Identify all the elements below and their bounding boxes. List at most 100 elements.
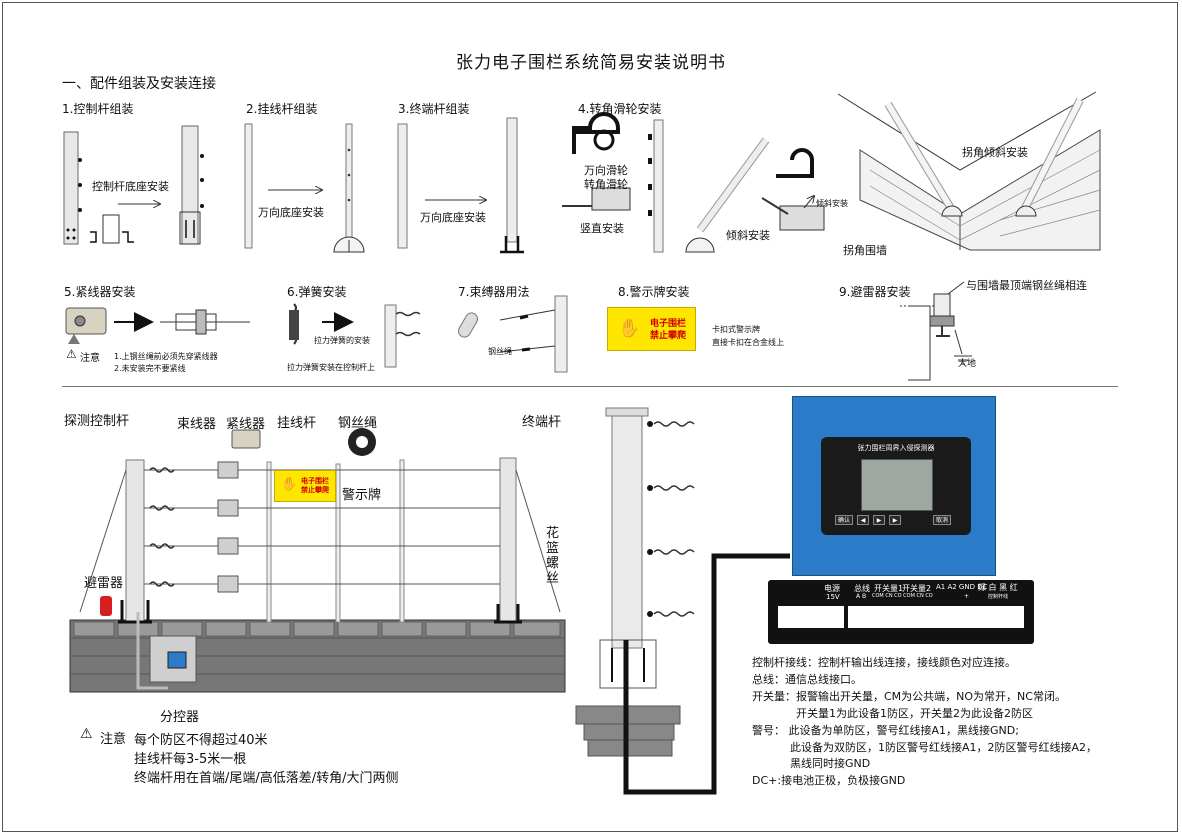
bottom-note-3: 终端杆用在首端/尾端/高低落差/转角/大门两侧: [134, 771, 399, 786]
binder-label: 束线器: [177, 417, 217, 432]
wiring-line-3: 开关量：报警输出开关量，CM为公共端，NO为常开，NC常闭。: [752, 690, 1066, 703]
step-2-heading: 2.挂线杆组装: [246, 102, 318, 116]
hang-pole-label: 挂线杆: [277, 416, 317, 431]
sign-clip-label: 卡扣式警示牌: [712, 325, 760, 334]
terminal-colors-sub: 控制杆线: [988, 594, 1009, 600]
warning-triangle-icon: ⚠: [80, 726, 93, 742]
terminal-switch1: 开关量1: [874, 584, 904, 593]
right-button-1[interactable]: ▶: [873, 515, 885, 525]
sign-clip-label-2: 直接卡扣在合金线上: [712, 338, 784, 347]
lightning-arrester-illustration: [900, 281, 972, 381]
controller-face: 张力围栏周界入侵探测器 确认 ◀ ▶ ▶ 取消: [821, 437, 971, 535]
universal-base-label-2: 万向底座安装: [420, 211, 486, 224]
lightning-label: 避雷器: [84, 576, 124, 591]
tensioner-illustration: [65, 307, 250, 344]
hang-pole-illustration: [244, 123, 365, 253]
control-base-label: 控制杆底座安装: [92, 180, 169, 193]
corner-wall-illustration: [837, 91, 1101, 251]
step-7-heading: 7.束缚器用法: [458, 285, 530, 299]
step-8-heading: 8.警示牌安装: [618, 285, 690, 299]
page-title: 张力电子围栏系统简易安装说明书: [456, 53, 726, 73]
right-button-2[interactable]: ▶: [889, 515, 901, 525]
wiring-line-5: 警号： 此设备为单防区，警号红线接A1，黑线接GND;: [752, 724, 1019, 737]
sign-text-small-1: 电子围栏: [301, 477, 329, 485]
spring-illustration: [289, 303, 421, 368]
intrusion-detector-panel: 张力围栏周界入侵探测器 确认 ◀ ▶ ▶ 取消: [792, 396, 996, 576]
wiring-line-8: DC+:接电池正极，负极接GND: [752, 774, 906, 787]
tensioner-notice-label: 注意: [80, 353, 100, 364]
confirm-button[interactable]: 确认: [835, 515, 853, 525]
tensioner-note-2: 2.未安装完不要紧线: [114, 364, 186, 373]
controller-title: 张力围栏周界入侵探测器: [857, 444, 935, 452]
terminal-slot-left: [778, 606, 844, 628]
corner-pulley-label: 转角滑轮: [584, 178, 628, 191]
tilt-install-label: 倾斜安装: [726, 229, 770, 242]
wiring-line-4: 开关量1为此设备1防区，开关量2为此设备2防区: [796, 707, 1033, 720]
wiring-line-7: 黑线同时接GND: [790, 757, 871, 770]
terminal-alarm: A1 A2 GND DC: [936, 583, 988, 591]
steel-wire-label: 钢丝绳: [338, 416, 378, 431]
step-1-heading: 1.控制杆组装: [62, 102, 134, 116]
terminal-power-v: 15V: [826, 593, 840, 601]
warning-triangle-icon-small: ⚠: [66, 347, 77, 361]
bottom-notice-label: 注意: [100, 732, 127, 747]
sign-text-1: 电子围栏: [650, 319, 687, 329]
terminal-alarm-pm: +: [964, 593, 970, 600]
tilt-install-small-label: 倾斜安装: [816, 199, 848, 208]
spring-pull-label: 拉力弹簧的安装: [314, 336, 370, 345]
step-6-heading: 6.弹簧安装: [287, 285, 347, 299]
warning-sign-large: ✋ 电子围栏 禁止攀爬: [607, 307, 696, 351]
sign-text-small-2: 禁止攀爬: [301, 486, 329, 494]
sign-text-2: 禁止攀爬: [650, 331, 687, 341]
lightning-hand-icon: ✋: [618, 318, 641, 339]
cancel-button[interactable]: 取消: [933, 515, 951, 525]
lightning-hand-icon-small: ✋: [281, 477, 298, 492]
left-button[interactable]: ◀: [857, 515, 869, 525]
control-pole-illustration: [63, 125, 204, 245]
terminal-power: 电源: [824, 584, 840, 593]
wiring-line-2: 总线：通信总线接口。: [752, 673, 862, 686]
step-9-heading: 9.避雷器安装: [839, 285, 911, 299]
wiring-line-6: 此设备为双防区，1防区警号红线接A1，2防区警号红线接A2，: [790, 741, 1098, 754]
big-control-pole: [575, 407, 790, 795]
detect-pole-label: 探测控制杆: [64, 414, 130, 429]
step-4-heading: 4.转角滑轮安装: [578, 102, 662, 116]
bottom-note-1: 每个防区不得超过40米: [134, 733, 268, 748]
turnbuckle-label: 花篮螺丝: [546, 526, 560, 586]
terminal-bus-ab: A B: [856, 593, 867, 600]
universal-pulley-label: 万向滑轮: [584, 164, 628, 177]
end-pole-illustration: [397, 117, 524, 254]
terminal-strip: 电源 15V 总线 A B 开关量1 开关量2 COM CN CO COM CN…: [768, 580, 1034, 644]
ground-label: 大地: [958, 359, 977, 369]
end-pole-label: 终端杆: [522, 415, 562, 430]
warning-sign-small: ✋ 电子围栏 禁止攀爬: [274, 470, 336, 502]
terminal-switch2: 开关量2: [902, 584, 932, 593]
step-3-heading: 3.终端杆组装: [398, 102, 470, 116]
terminal-colors: 绿 白 黑 红: [978, 583, 1018, 592]
terminal-bus: 总线: [854, 584, 870, 593]
lightning-connect-label: 与围墙最顶端钢丝绳相连: [966, 279, 1087, 292]
terminal-switch-pins: COM CN CO COM CN CO: [872, 593, 933, 599]
bottom-note-2: 挂线杆每3-5米一根: [134, 752, 247, 767]
section-divider: [62, 386, 1118, 387]
step-5-heading: 5.紧线器安装: [64, 285, 136, 299]
vertical-install-label: 竖直安装: [580, 222, 624, 235]
warning-sign-label: 警示牌: [342, 488, 382, 503]
controller-lcd: [861, 459, 933, 511]
corner-tilt-install-label: 拐角倾斜安装: [962, 146, 1028, 159]
corner-pulley-illustration: [562, 112, 825, 253]
tensioner-note-1: 1.上钢丝绳前必须先穿紧线器: [114, 352, 218, 361]
section-heading: 一、配件组装及安装连接: [62, 76, 216, 92]
corner-wall-label: 拐角围墙: [843, 244, 887, 257]
universal-base-label-1: 万向底座安装: [258, 206, 324, 219]
tensioner-label: 紧线器: [226, 417, 266, 432]
fence-diagram: [69, 428, 566, 693]
steel-wire-small-label: 钢丝绳: [488, 347, 512, 356]
sub-controller-label: 分控器: [160, 710, 200, 725]
binder-illustration: [458, 295, 568, 373]
wiring-line-1: 控制杆接线：控制杆输出线连接，接线颜色对应连接。: [752, 656, 1016, 669]
terminal-slot-right: [848, 606, 1024, 628]
spring-note: 拉力弹簧安装在控制杆上: [287, 363, 375, 372]
